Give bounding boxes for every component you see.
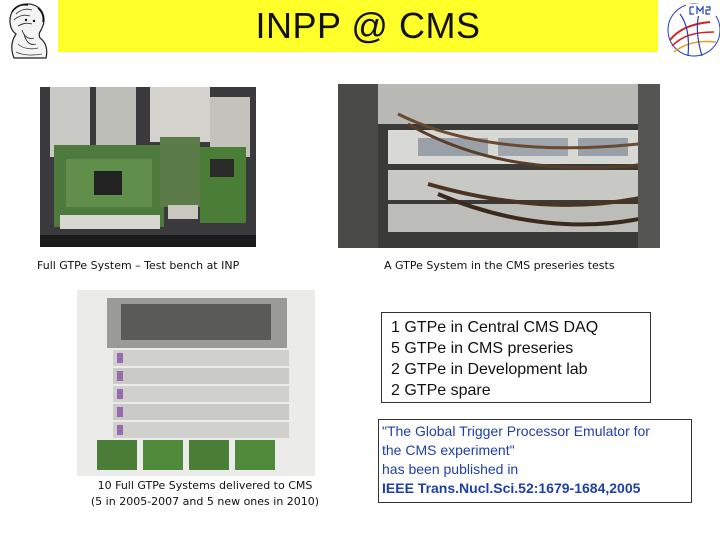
publication-title-line1: "The Global Trigger Processor Emulator f… <box>382 423 650 439</box>
preseries-rack-photo <box>338 84 660 248</box>
gtpe-allocation-box: 1 GTPe in Central CMS DAQ 5 GTPe in CMS … <box>381 312 651 403</box>
preseries-caption: A GTPe System in the CMS preseries tests <box>384 259 615 272</box>
publication-note: has been published in <box>382 461 519 477</box>
title-banner: INPP @ CMS <box>58 0 658 52</box>
stat-line: 2 GTPe spare <box>391 382 491 399</box>
publication-box: "The Global Trigger Processor Emulator f… <box>378 419 692 503</box>
delivered-caption-line1: 10 Full GTPe Systems delivered to CMS <box>97 479 313 492</box>
delivered-caption-line2: (5 in 2005-2007 and 5 new ones in 2010) <box>90 495 320 508</box>
publication-title-line2: the CMS experiment" <box>382 442 515 458</box>
publication-journal: IEEE Trans.Nucl.Sci.52:1679-1684,2005 <box>382 480 641 496</box>
test-bench-photo <box>40 87 256 247</box>
test-bench-caption: Full GTPe System – Test bench at INP <box>37 259 240 272</box>
stat-line: 2 GTPe in Development lab <box>391 361 588 378</box>
delivered-systems-photo <box>77 290 315 476</box>
stat-line: 5 GTPe in CMS preseries <box>391 340 574 357</box>
slide-title: INPP @ CMS <box>255 5 481 46</box>
cms-logo-icon <box>660 0 720 62</box>
stat-line: 1 GTPe in Central CMS DAQ <box>391 319 599 336</box>
democritus-logo-icon <box>0 0 56 62</box>
delivered-caption: 10 Full GTPe Systems delivered to CMS (5… <box>80 479 330 508</box>
